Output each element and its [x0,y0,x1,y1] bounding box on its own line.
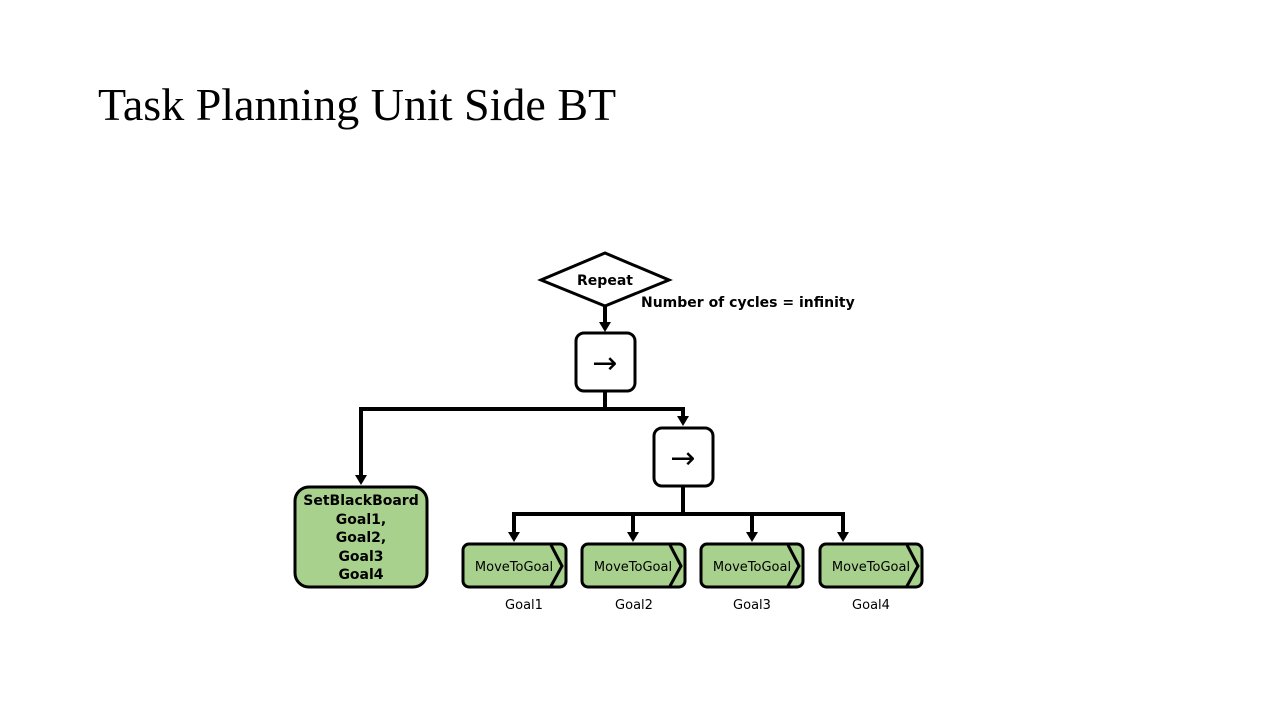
setblackboard-line: Goal4 [338,567,383,583]
repeat-label: Repeat [577,273,633,289]
action-node-box [580,542,687,589]
action-node-box [699,542,805,589]
action-label: MoveToGoal [594,560,672,575]
edge-arrowhead [627,532,639,542]
edge-arrowhead [677,416,689,426]
setblackboard-line: Goal3 [338,549,383,565]
setblackboard-node [293,485,429,589]
edge-arrowhead [837,532,849,542]
setblackboard-title: SetBlackBoard [303,493,418,509]
action-param: Goal3 [733,598,771,613]
action-node-chevron [549,544,564,587]
action-node-1: MoveToGoal [461,542,568,589]
edge-arrowhead [355,475,367,485]
action-node-4: MoveToGoal [818,542,924,589]
action-node-chevron [905,544,920,587]
sequence-arrow-icon: → [592,346,617,381]
action-node-2: MoveToGoal [580,542,687,589]
edge-arrowhead [508,532,520,542]
action-label: MoveToGoal [832,560,910,575]
slide-title: Task Planning Unit Side BT [98,79,617,130]
action-param: Goal1 [505,598,543,613]
setblackboard-line: Goal1, [336,512,386,528]
edge-arrowhead [599,322,611,332]
action-node-box [461,542,568,589]
sequence-arrow-icon: → [670,441,695,476]
edge-arrowhead [746,532,758,542]
action-param: Goal4 [852,598,890,613]
action-node-box [818,542,924,589]
action-label: MoveToGoal [475,560,553,575]
action-node-chevron [668,544,683,587]
action-node-chevron [786,544,801,587]
action-node-3: MoveToGoal [699,542,805,589]
action-param: Goal2 [615,598,653,613]
repeat-param: Number of cycles = infinity [641,295,855,311]
setblackboard-line: Goal2, [336,530,386,546]
action-label: MoveToGoal [713,560,791,575]
